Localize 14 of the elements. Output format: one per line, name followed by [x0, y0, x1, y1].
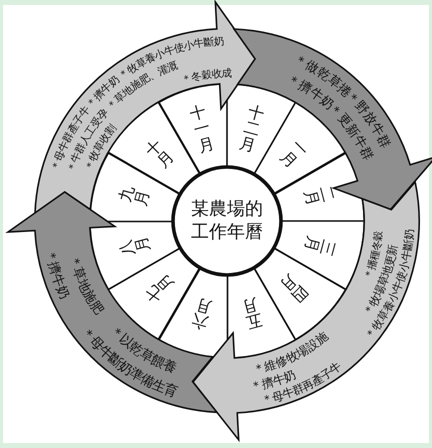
month-label: 五月 [240, 294, 264, 331]
month-label: 一月 [276, 136, 312, 171]
month-label: 六月 [190, 294, 214, 331]
month-label: 八月 [117, 234, 154, 258]
month-label: 十月 [142, 136, 177, 171]
task-text: ＊冬穀收成 [180, 68, 232, 87]
month-label: 四月 [276, 270, 312, 306]
month-label: 十一月 [188, 104, 216, 155]
hub-title: 某農場的工作年曆 [190, 198, 264, 244]
month-label: 三月 [300, 234, 337, 258]
month-label: 十二月 [238, 104, 266, 155]
month-label: 七月 [142, 270, 177, 306]
month-label: 九月 [117, 184, 154, 208]
month-label: 二月 [300, 184, 337, 208]
